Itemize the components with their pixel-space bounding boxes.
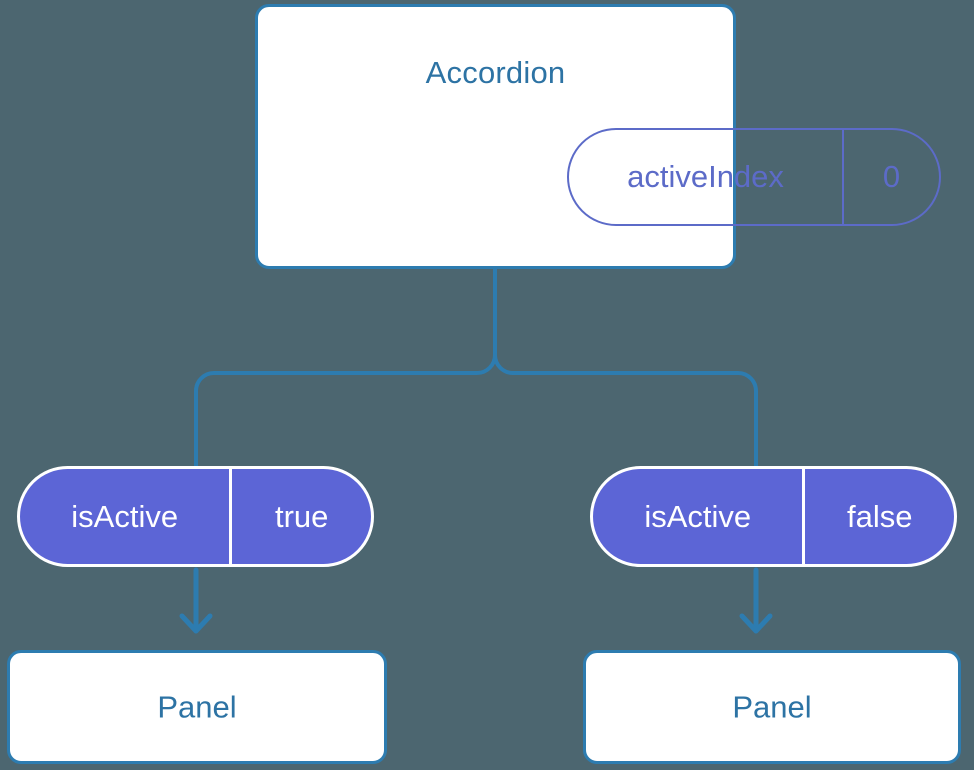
connector-tree-trunk: [194, 266, 497, 469]
node-panel-left-card: Panel: [7, 650, 387, 764]
prop-badge-left-value: true: [229, 469, 371, 564]
node-panel-right-card: Panel: [583, 650, 961, 764]
node-accordion-title: Accordion: [425, 55, 566, 90]
prop-badge-left-key: isActive: [71, 498, 179, 534]
prop-badge-right-key: isActive: [644, 498, 752, 534]
arrow-right-head-icon: [739, 613, 773, 634]
prop-badge-right-value: false: [802, 469, 954, 564]
node-panel-right-title: Panel: [732, 689, 812, 725]
node-panel-left-title: Panel: [157, 689, 237, 725]
state-badge-key: activeIndex: [627, 159, 784, 194]
node-accordion-card: Accordion activeIndex 0: [255, 4, 941, 269]
state-badge-active-index: activeIndex 0: [567, 128, 941, 226]
state-badge-value: 0: [842, 130, 939, 224]
arrow-left-head-icon: [179, 613, 213, 634]
prop-badge-right-is-active: isActive false: [590, 466, 957, 567]
prop-badge-left-is-active: isActive true: [17, 466, 374, 567]
connector-tree-branch-right: [493, 353, 758, 469]
